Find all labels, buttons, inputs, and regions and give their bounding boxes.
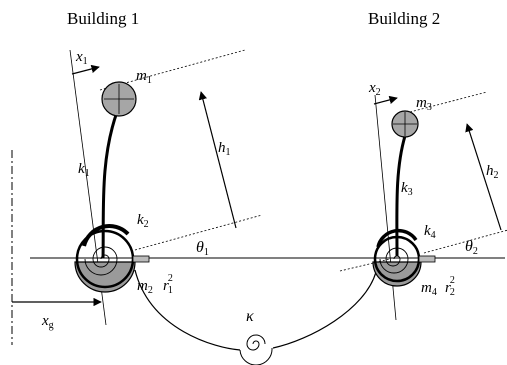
base-1-pin <box>132 255 150 263</box>
k2-label: k2 <box>137 212 149 230</box>
r1-label: r12 <box>163 273 173 296</box>
building-1-base-dotted-line <box>134 214 263 251</box>
building-2-base-dotted-line <box>423 229 507 254</box>
column-k1 <box>101 111 119 259</box>
rotational-spring-k2 <box>82 224 130 247</box>
x1-label: x1 <box>75 49 88 67</box>
building-2-left-dotted-line <box>339 258 391 272</box>
torsion-spring-kappa <box>239 334 273 365</box>
k1-label: k1 <box>78 161 90 179</box>
h2-label: h2 <box>486 163 499 181</box>
building-2-top-dotted-line <box>409 91 488 113</box>
theta2-label: θ2 <box>465 238 478 257</box>
rotational-spring-k4 <box>376 228 418 248</box>
h1-arrow <box>198 91 237 229</box>
r2-label: r22 <box>445 275 455 298</box>
x2-label: x2 <box>368 80 381 98</box>
building-2-title: Building 2 <box>368 9 440 28</box>
x1-arrow <box>71 64 100 75</box>
building-1-title: Building 1 <box>67 9 139 28</box>
k3-label: k3 <box>401 180 413 198</box>
base-1-lower <box>74 261 136 293</box>
m2-label: m2 <box>137 278 153 296</box>
m4-label: m4 <box>421 280 437 298</box>
x2-arrow <box>373 95 398 105</box>
m3-label: m3 <box>416 95 432 113</box>
theta1-label: θ1 <box>196 239 209 258</box>
column-k3 <box>395 135 407 257</box>
h1-label: h1 <box>218 140 231 158</box>
base-1-spiral <box>84 246 118 276</box>
coupling-line-left <box>134 269 241 351</box>
kappa-label: κ <box>246 308 254 325</box>
coupling-line-right <box>272 271 377 349</box>
m1-label: m1 <box>136 68 152 86</box>
xg-label: xg <box>41 313 54 331</box>
base-2-spiral <box>379 247 409 274</box>
k4-label: k4 <box>424 223 436 241</box>
base-2-lower <box>372 261 422 287</box>
base-2-pin <box>418 255 436 263</box>
h2-arrow <box>465 123 502 231</box>
